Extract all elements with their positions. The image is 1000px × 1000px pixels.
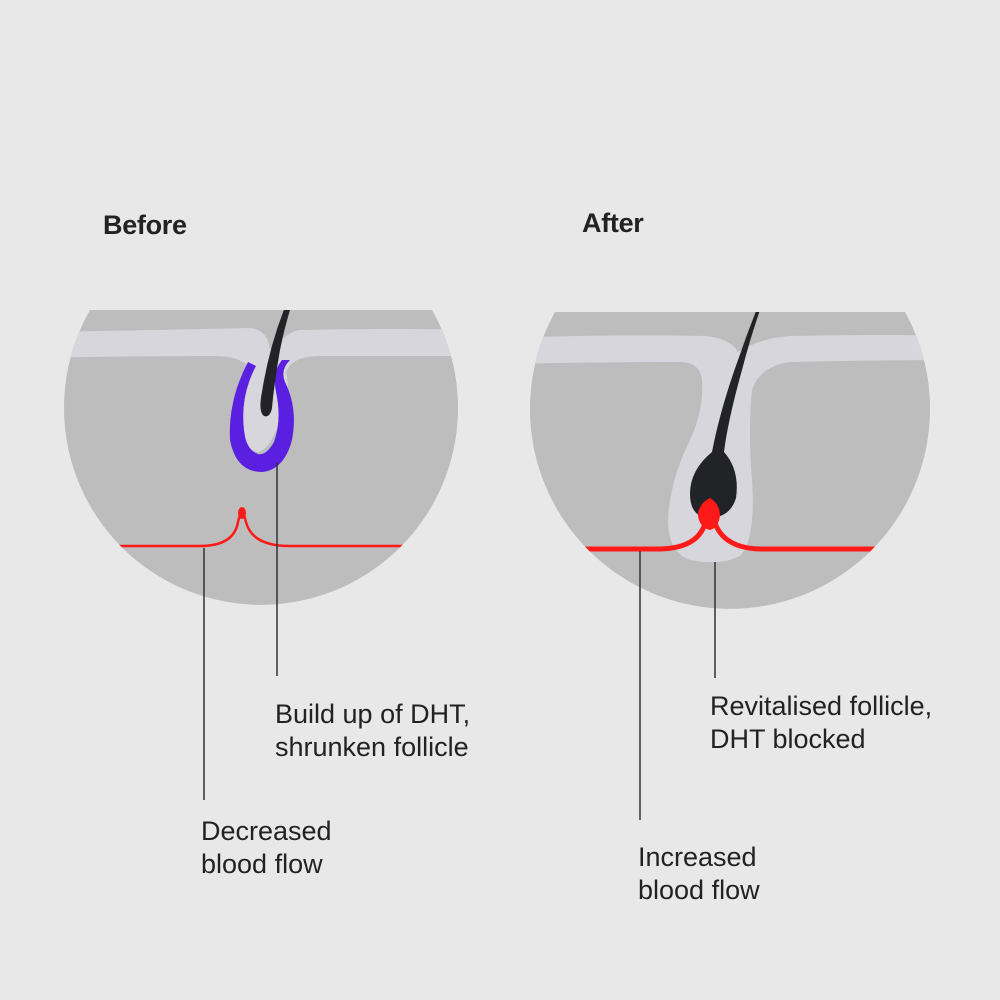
- before-follicle-caption: Build up of DHT, shrunken follicle: [275, 698, 470, 764]
- after-skin-section: [530, 312, 930, 820]
- after-follicle-caption-line-2: DHT blocked: [710, 724, 866, 754]
- after-blood-caption-line-2: blood flow: [638, 875, 760, 905]
- after-epidermis-layer: [530, 335, 930, 563]
- before-blood-caption: Decreased blood flow: [201, 815, 332, 881]
- after-follicle-caption: Revitalised follicle, DHT blocked: [710, 690, 932, 756]
- before-blood-node: [238, 507, 246, 519]
- after-hair-strand: [690, 312, 792, 518]
- after-blood-caption: Increased blood flow: [638, 841, 760, 907]
- after-blood-bulb: [698, 498, 720, 530]
- after-heading: After: [582, 208, 644, 238]
- before-follicle-caption-line-2: shrunken follicle: [275, 732, 469, 762]
- before-skin-section: [63, 310, 459, 800]
- before-blood-caption-line-1: Decreased: [201, 816, 332, 846]
- after-follicle-caption-line-1: Revitalised follicle,: [710, 691, 933, 721]
- before-epidermis-layer: [63, 328, 459, 452]
- before-follicle-caption-line-1: Build up of DHT,: [275, 699, 471, 729]
- after-blood-caption-line-1: Increased: [638, 842, 757, 872]
- before-hair-strand: [260, 310, 310, 417]
- before-blood-caption-line-2: blood flow: [201, 849, 323, 879]
- before-heading: Before: [103, 210, 187, 240]
- before-dht-buildup: [229, 360, 294, 472]
